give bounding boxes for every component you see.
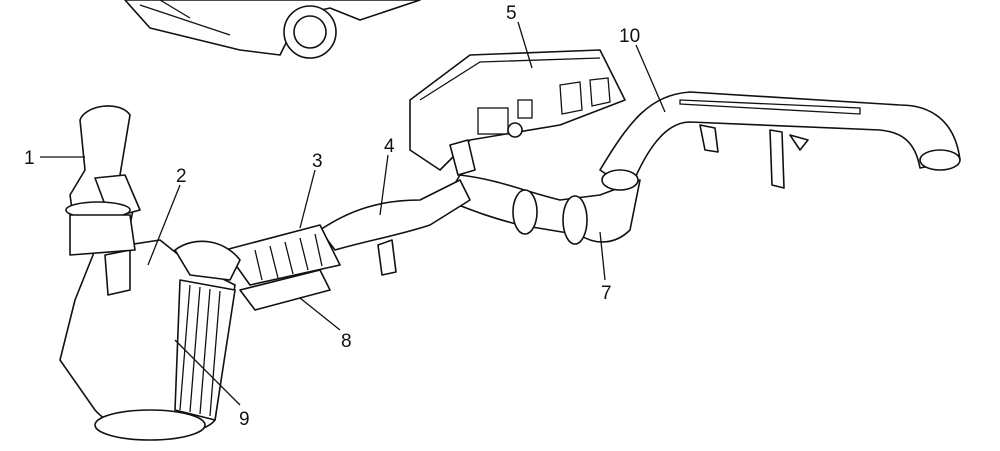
exhaust-downpipe	[65, 105, 141, 256]
intermediate-pipe	[444, 169, 641, 245]
callout-8: 8	[341, 331, 352, 352]
tailpipe	[599, 91, 961, 191]
flexible-pipe	[224, 224, 341, 286]
callout-1: 1	[24, 148, 35, 169]
vehicle-outline	[124, 0, 421, 59]
callout-5: 5	[506, 3, 517, 24]
callout-2: 2	[176, 166, 187, 187]
rear-muffler	[409, 49, 626, 171]
bracket	[239, 269, 331, 311]
front-pipe	[319, 139, 476, 276]
callout-4: 4	[384, 136, 395, 157]
leader-lines	[40, 21, 666, 406]
catalytic-converter	[59, 239, 241, 441]
callout-3: 3	[312, 151, 323, 172]
callout-9: 9	[239, 409, 250, 430]
callout-10: 10	[619, 26, 640, 47]
callout-7: 7	[601, 283, 612, 304]
